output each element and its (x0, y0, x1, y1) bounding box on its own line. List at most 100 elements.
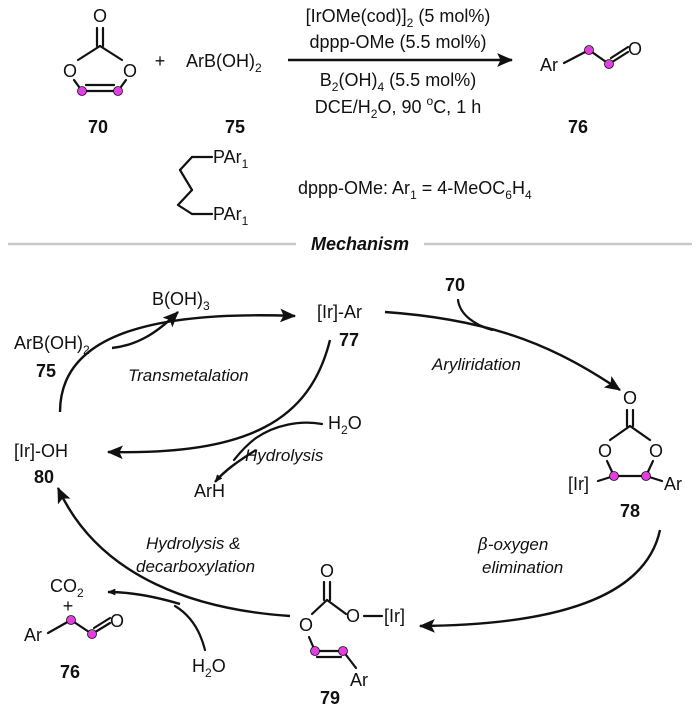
arylboronic-acid-label: ArB(OH)2 (14, 333, 90, 357)
beta-elimination-arrow (418, 529, 662, 633)
solvent-label: DCE/H (315, 97, 371, 117)
svg-text:B2(OH)4 (5.5 mol%): B2(OH)4 (5.5 mol%) (320, 70, 476, 94)
mechanism-header: Mechanism (311, 234, 409, 254)
carbon-dioxide-label: CO2 (50, 576, 84, 600)
diboron-sub2: 4 (377, 80, 384, 94)
iridium-aryl-label: [Ir]-Ar (317, 302, 362, 322)
arh-release-arrow (214, 448, 257, 483)
highlight-carbon (87, 629, 97, 639)
boric-acid-label: B(OH)3 (152, 289, 210, 313)
highlight-carbon (604, 59, 614, 69)
catalyst-loading: (5 mol%) (413, 6, 490, 26)
compound-70-vinylene-carbonate: O O O (63, 6, 137, 96)
hydrolysis-decarb-label-1: Hydrolysis & (146, 534, 240, 553)
highlight-carbon (609, 471, 619, 481)
elimination-label: elimination (482, 558, 563, 577)
boronic-acid-subscript: 2 (255, 61, 262, 75)
ring-oxygen-left-label: O (63, 61, 77, 81)
water-2-o: O (212, 656, 226, 676)
diboron-label: B (320, 70, 332, 90)
compound-number-76-mech: 76 (60, 662, 80, 682)
compound-number-75-mech: 75 (36, 361, 56, 381)
beta-oxygen-text: -oxygen (488, 535, 548, 554)
mech-product-aryl-label: Ar (24, 625, 42, 645)
aryliridation-label: Aryliridation (431, 355, 521, 374)
highlight-carbon (66, 615, 76, 625)
boric-acid-sub: 3 (203, 299, 210, 313)
diboron-loading: (5.5 mol%) (384, 70, 476, 90)
diboron-sub1: 2 (332, 80, 339, 94)
svg-text:[IrOMe(cod)]2 (5 mol%): [IrOMe(cod)]2 (5 mol%) (306, 6, 491, 30)
ligand-dppp-ome-structure: PAr1 PAr1 (176, 147, 249, 228)
highlight-carbon (338, 646, 348, 656)
m79-aryl-label: Ar (350, 670, 368, 690)
m79-carbonyl-oxygen: O (320, 561, 334, 581)
highlight-carbon (77, 86, 87, 96)
water-entry-curve (232, 421, 324, 462)
ligand-def-mid: = 4-MeOC (417, 178, 506, 198)
intermediate-79-enol-carbonate: O O O [Ir] Ar (299, 561, 405, 690)
phosphine-bottom-sub: 1 (242, 214, 249, 228)
intermediate-78-iridium-carbonate: O O O [Ir] Ar (568, 388, 682, 494)
beta-oxygen-label: β-oxygen (477, 535, 548, 555)
mech-product-oxygen-label: O (110, 611, 124, 631)
compound-number-70-mech: 70 (445, 275, 465, 295)
product-release-arrow (107, 588, 181, 606)
transmetalation-label: Transmetalation (128, 366, 249, 385)
hydrolysis-decarb-label-2: decarboxylation (136, 557, 255, 576)
arene-label: ArH (194, 481, 225, 501)
phosphine-top-label: PAr1 (213, 147, 249, 171)
m78-ring-oxygen-right: O (649, 441, 663, 461)
m78-carbonyl-oxygen: O (623, 388, 637, 408)
mech-plus-sign: + (63, 596, 74, 616)
aldehyde-oxygen-label: O (628, 39, 642, 59)
mech-product-76-aldehyde: Ar O (24, 611, 124, 645)
time-text: C, 1 h (433, 97, 481, 117)
highlight-carbon (310, 646, 320, 656)
aryliridation-arrow (384, 310, 621, 391)
ligand-def-h: H (512, 178, 525, 198)
reaction-conditions: [IrOMe(cod)]2 (5 mol%) dppp-OMe (5.5 mol… (288, 6, 514, 121)
water-1-o: O (348, 413, 362, 433)
water-label-1: H2O (328, 413, 362, 437)
m79-ester-oxygen: O (299, 615, 313, 635)
co2-sub: 2 (77, 586, 84, 600)
phosphine-top-sub: 1 (242, 157, 249, 171)
water-label-2: H2O (192, 656, 226, 680)
m78-iridium-label: [Ir] (568, 474, 589, 494)
transmetalation-arrow (58, 308, 297, 413)
arylboronic-acid-sub: 2 (83, 343, 90, 357)
catalyst-label: [IrOMe(cod)] (306, 6, 407, 26)
compound-number-76: 76 (568, 117, 588, 137)
boronic-acid-text: ArB(OH) (186, 51, 255, 71)
compound-number-79: 79 (320, 688, 340, 708)
product-aryl-label: Ar (540, 55, 558, 75)
compound-number-78: 78 (620, 501, 640, 521)
ring-oxygen-right-label: O (123, 61, 137, 81)
compound-number-80: 80 (34, 467, 54, 487)
carbonyl-oxygen-label: O (93, 6, 107, 26)
m78-ring-oxygen-left: O (598, 441, 612, 461)
highlight-carbon (584, 45, 594, 55)
phosphine-bottom-text: PAr (213, 204, 242, 224)
plus-sign: + (155, 51, 166, 71)
water-2-h: H (192, 656, 205, 676)
phosphine-top-text: PAr (213, 147, 242, 167)
boronic-acid-label: ArB(OH)2 (186, 51, 262, 75)
temperature-text: O, 90 (377, 97, 426, 117)
m79-iridium-oxygen: O (346, 606, 360, 626)
m78-aryl-label: Ar (664, 474, 682, 494)
ligand-definition: dppp-OMe: Ar1 = 4-MeOC6H4 (298, 178, 532, 202)
catalyst-subscript: 2 (407, 16, 414, 30)
ligand-def-sub2: 6 (505, 188, 512, 202)
water-1-h: H (328, 413, 341, 433)
beta-symbol: β (477, 535, 488, 555)
compound-number-77: 77 (339, 330, 359, 350)
ligand-def-prefix: dppp-OMe: Ar (298, 178, 410, 198)
co2-text: CO (50, 576, 77, 596)
degree-sup: o (427, 94, 434, 108)
hydrolysis-arrow (106, 339, 332, 460)
water-2-sub: 2 (205, 666, 212, 680)
water-1-sub: 2 (341, 423, 348, 437)
